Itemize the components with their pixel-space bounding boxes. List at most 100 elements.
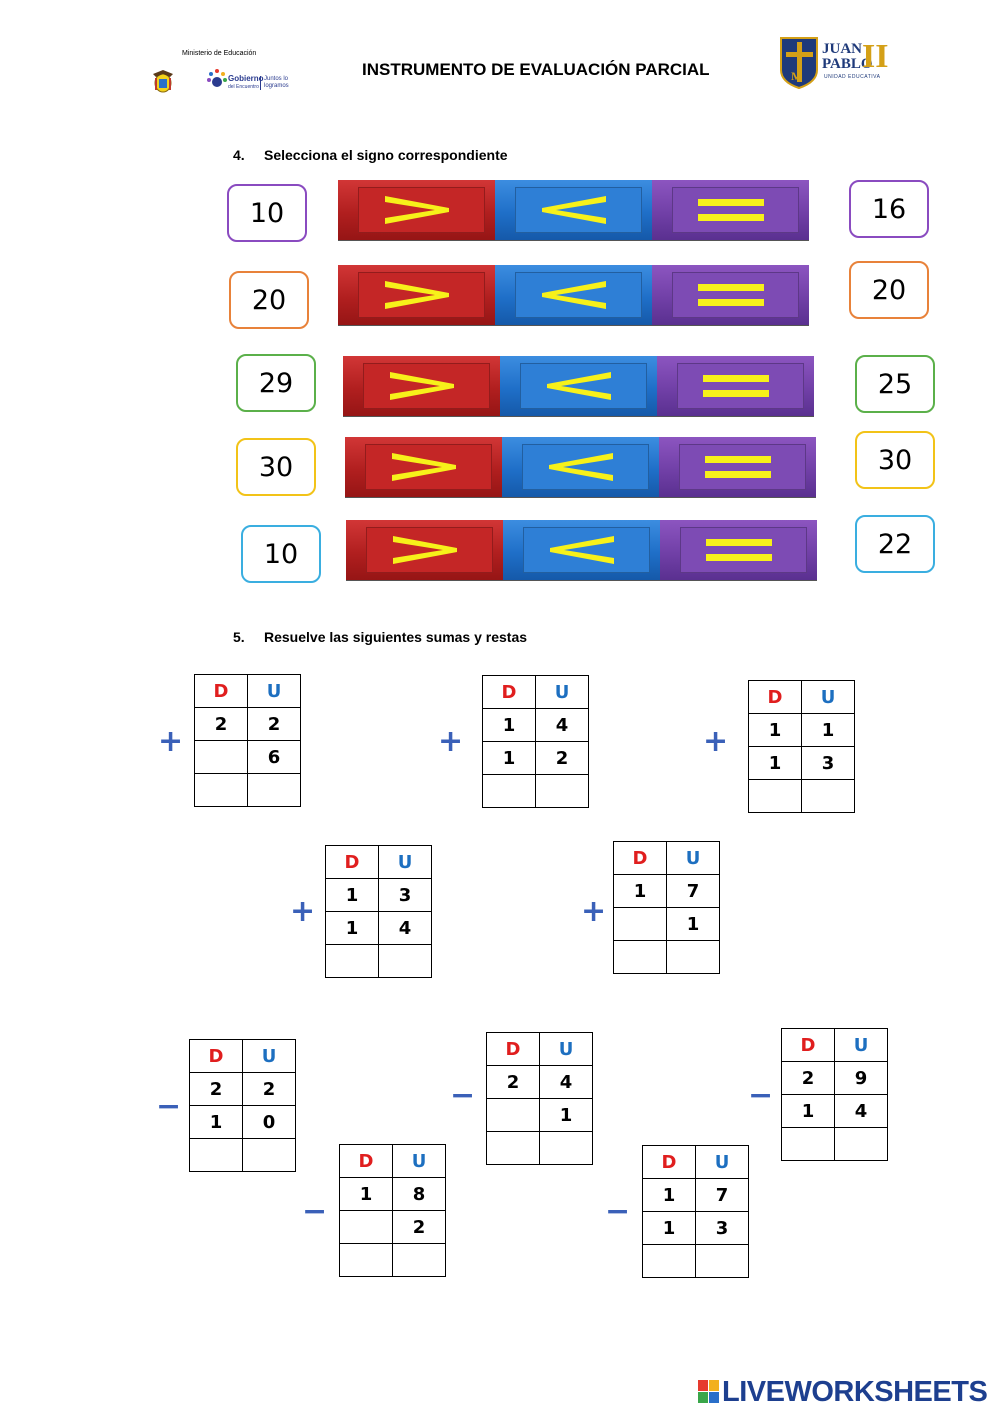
answer-units-cell[interactable]	[801, 779, 855, 813]
greater-than-icon	[389, 372, 454, 400]
digit-cell	[486, 1098, 540, 1132]
equals-button[interactable]	[657, 356, 814, 416]
less-than-icon	[541, 281, 606, 309]
digit-cell: 4	[539, 1065, 593, 1099]
tens-header: D	[486, 1032, 540, 1066]
plus-sign: +	[290, 894, 316, 929]
digit-cell: 9	[834, 1061, 888, 1095]
compare-left-number: 29	[236, 354, 316, 412]
answer-tens-cell[interactable]	[613, 940, 667, 974]
school-subtitle: UNIDAD EDUCATIVA	[824, 74, 881, 80]
answer-units-cell[interactable]	[247, 773, 301, 807]
digit-cell: 1	[666, 907, 720, 941]
school-shield-icon: M	[780, 37, 818, 90]
greater-than-icon	[384, 196, 449, 224]
digit-cell: 4	[378, 911, 432, 945]
less-than-button[interactable]	[500, 356, 657, 416]
digit-cell: 1	[189, 1105, 243, 1139]
equals-icon	[704, 456, 771, 478]
digit-cell	[194, 740, 248, 774]
answer-tens-cell[interactable]	[339, 1243, 393, 1277]
equals-icon	[697, 199, 764, 221]
tens-header: D	[613, 841, 667, 875]
answer-units-cell[interactable]	[378, 944, 432, 978]
school-numeral: II	[862, 38, 889, 75]
digit-cell	[339, 1210, 393, 1244]
greater-than-button[interactable]	[338, 265, 495, 325]
less-than-icon	[546, 372, 611, 400]
answer-tens-cell[interactable]	[189, 1138, 243, 1172]
gobierno-logo-icon	[207, 69, 227, 87]
ministry-label: Ministerio de Educación	[182, 50, 257, 57]
equals-button[interactable]	[659, 437, 816, 497]
answer-tens-cell[interactable]	[325, 944, 379, 978]
answer-tens-cell[interactable]	[486, 1131, 540, 1165]
answer-units-cell[interactable]	[539, 1131, 593, 1165]
answer-units-cell[interactable]	[535, 774, 589, 808]
digit-cell: 1	[482, 741, 536, 775]
equals-button[interactable]	[652, 265, 809, 325]
answer-units-cell[interactable]	[392, 1243, 446, 1277]
minus-sign: −	[748, 1078, 774, 1113]
answer-tens-cell[interactable]	[482, 774, 536, 808]
answer-tens-cell[interactable]	[748, 779, 802, 813]
digit-cell: 1	[642, 1211, 696, 1245]
units-header: U	[695, 1145, 749, 1179]
answer-tens-cell[interactable]	[781, 1127, 835, 1161]
less-than-button[interactable]	[503, 520, 660, 580]
digit-cell	[613, 907, 667, 941]
less-than-button[interactable]	[495, 265, 652, 325]
compare-right-value: 25	[877, 368, 913, 400]
answer-units-cell[interactable]	[834, 1127, 888, 1161]
digit-cell: 1	[613, 874, 667, 908]
compare-right-value: 30	[877, 444, 913, 476]
gobierno-label: Gobierno	[228, 74, 264, 83]
digit-cell: 1	[748, 713, 802, 747]
minus-sign: −	[605, 1194, 631, 1229]
less-than-button[interactable]	[502, 437, 659, 497]
less-than-button[interactable]	[495, 180, 652, 240]
units-header: U	[801, 680, 855, 714]
digit-cell: 2	[242, 1072, 296, 1106]
digit-cell: 2	[189, 1072, 243, 1106]
plus-sign: +	[438, 724, 464, 759]
greater-than-button[interactable]	[345, 437, 502, 497]
answer-tens-cell[interactable]	[194, 773, 248, 807]
answer-units-cell[interactable]	[666, 940, 720, 974]
greater-than-button[interactable]	[338, 180, 495, 240]
tens-header: D	[189, 1039, 243, 1073]
greater-than-button[interactable]	[343, 356, 500, 416]
equals-button[interactable]	[660, 520, 817, 580]
compare-right-number: 22	[855, 515, 935, 573]
compare-left-number: 10	[241, 525, 321, 583]
answer-units-cell[interactable]	[695, 1244, 749, 1278]
digit-cell: 2	[194, 707, 248, 741]
digit-cell: 2	[486, 1065, 540, 1099]
tens-header: D	[339, 1144, 393, 1178]
compare-right-number: 30	[855, 431, 935, 489]
sign-choice-bar	[338, 180, 809, 240]
less-than-icon	[541, 196, 606, 224]
digit-cell: 3	[801, 746, 855, 780]
compare-left-value: 29	[258, 367, 294, 399]
tens-header: D	[482, 675, 536, 709]
digit-cell: 2	[535, 741, 589, 775]
digit-cell: 2	[781, 1061, 835, 1095]
compare-left-number: 20	[229, 271, 309, 329]
answer-units-cell[interactable]	[242, 1138, 296, 1172]
equals-button[interactable]	[652, 180, 809, 240]
digit-cell: 3	[695, 1211, 749, 1245]
digit-cell: 1	[482, 708, 536, 742]
section-5-number: 5.	[233, 629, 245, 645]
equals-icon	[697, 284, 764, 306]
greater-than-button[interactable]	[346, 520, 503, 580]
compare-left-value: 20	[251, 284, 287, 316]
answer-tens-cell[interactable]	[642, 1244, 696, 1278]
